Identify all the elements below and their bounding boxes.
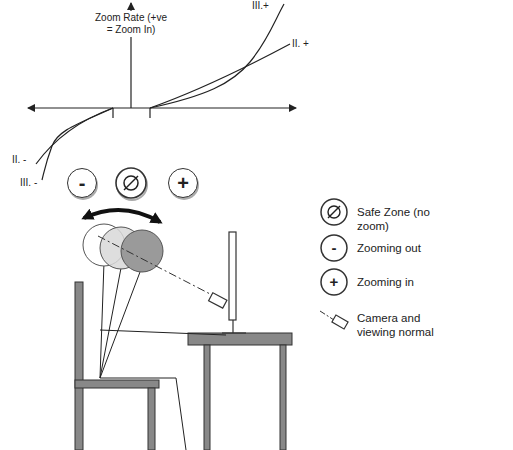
- axis-title: Zoom Rate (+ve = Zoom In): [94, 11, 168, 37]
- legend-text: Zooming in: [357, 275, 457, 289]
- legend-sign: +: [326, 274, 342, 290]
- legend-sign: -: [326, 240, 342, 256]
- curve-label: II. +: [292, 38, 309, 50]
- desk: [188, 333, 292, 450]
- direction-sign: +: [177, 173, 189, 193]
- zoom-curves: [36, 4, 290, 180]
- monitor: [222, 232, 246, 333]
- curve-label: III. -: [20, 177, 37, 189]
- chair: [75, 282, 159, 450]
- curve-label: II. -: [12, 154, 26, 166]
- motion-arrow: [84, 210, 160, 222]
- direction-sign: -: [79, 173, 86, 193]
- graph-axes: [28, 3, 296, 118]
- head-positions: [83, 224, 163, 272]
- legend-text: Zooming out: [357, 241, 457, 255]
- zoom-direction-circle: +: [168, 168, 198, 198]
- zoom-direction-circle: -: [67, 168, 97, 198]
- camera: [209, 293, 227, 308]
- safe-zone-symbol: [116, 168, 147, 200]
- legend-icons: [320, 199, 348, 329]
- legend-text: Safe Zone (no zoom): [357, 205, 457, 233]
- curve-label: III.+: [252, 0, 269, 12]
- viewing-normal: [98, 236, 214, 296]
- legend-text: Camera and viewing normal: [357, 311, 447, 339]
- person-body: [100, 262, 226, 450]
